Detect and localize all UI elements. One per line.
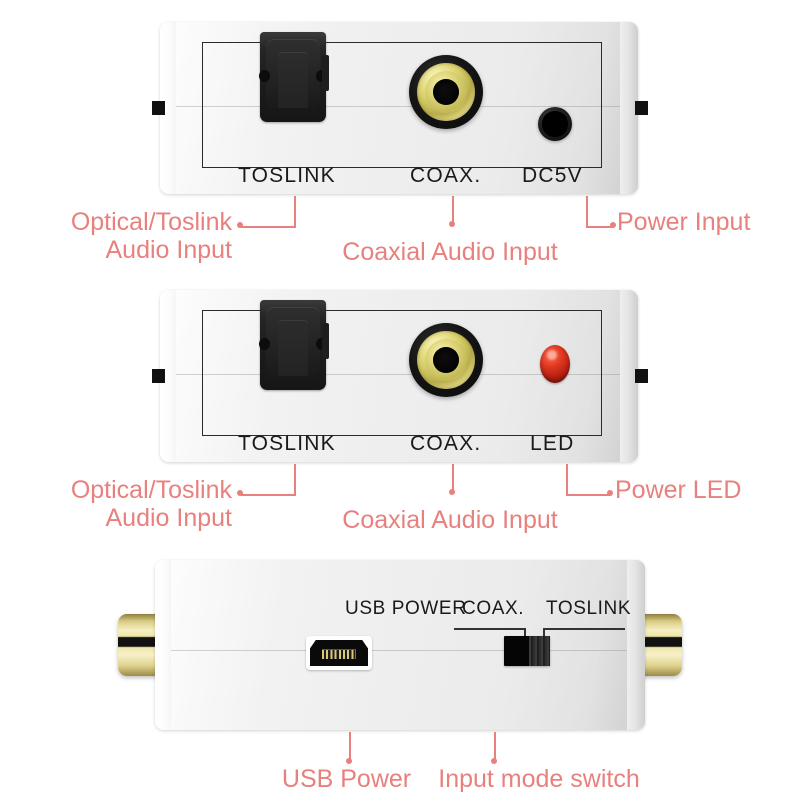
- device-front-panel-led-side: TOSLINK COAX. LED: [152, 290, 648, 462]
- coax-rca-port[interactable]: [409, 55, 483, 129]
- device-shell: [155, 560, 645, 730]
- device-bevel-right: [627, 560, 645, 730]
- coax-rca-port[interactable]: [409, 323, 483, 397]
- dc5v-power-jack[interactable]: [538, 107, 572, 141]
- device-rear-panel-usb-switch: USB POWER COAX. TOSLINK: [155, 560, 645, 730]
- silk-label-toslink: TOSLINK: [238, 432, 336, 455]
- leader-power-dot: [610, 222, 616, 228]
- callout-input-mode-switch: Input mode switch: [438, 765, 640, 793]
- callout-usb-power: USB Power: [281, 765, 412, 793]
- side-tab-right: [635, 101, 648, 115]
- callout-optical-toslink-1: Optical/Toslink Audio Input: [70, 208, 232, 264]
- device-front-panel-input-side: TOSLINK COAX. DC5V: [152, 22, 648, 194]
- toslink-port[interactable]: [259, 32, 329, 122]
- device-bevel-left: [155, 560, 171, 730]
- faceplate-inset: [202, 310, 602, 436]
- leader-power-vertical: [586, 196, 588, 228]
- side-tab-left: [152, 369, 165, 383]
- device-seam-line: [176, 374, 620, 375]
- callout-power-led: Power LED: [615, 476, 742, 504]
- faceplate-inset: [202, 42, 602, 168]
- toslink-notch: [322, 323, 329, 360]
- toslink-ear-left: [259, 69, 270, 82]
- silk-label-dc5v: DC5V: [522, 164, 583, 187]
- device-bevel-right: [620, 22, 638, 194]
- usb-trapezoid-shell: [310, 640, 368, 666]
- side-tab-right: [635, 369, 648, 383]
- leader-power-horizontal: [586, 226, 613, 228]
- leader-switch-dot: [491, 758, 497, 764]
- leader-toslink-horizontal-2: [241, 494, 296, 496]
- usb-pin-contacts: [322, 648, 356, 659]
- rca-gold-ring-inner: [424, 338, 468, 382]
- device-bevel-left: [160, 22, 176, 194]
- leader-led-vertical: [566, 464, 568, 496]
- callout-coaxial-audio-2: Coaxial Audio Input: [342, 506, 558, 534]
- callout-optical-toslink-2: Optical/Toslink Audio Input: [70, 476, 232, 532]
- silk-label-coax: COAX.: [410, 164, 482, 187]
- toslink-shutter: [277, 319, 309, 376]
- device-seam-line: [176, 106, 620, 107]
- leader-toslink-vertical-2: [294, 464, 296, 496]
- side-tab-left: [152, 101, 165, 115]
- toslink-ear-right: [316, 69, 327, 82]
- input-mode-switch[interactable]: [504, 636, 550, 666]
- leader-coax-dot: [449, 221, 455, 227]
- bracket-top-line: [543, 628, 625, 630]
- silk-label-usb-power: USB POWER: [345, 598, 467, 619]
- rca-center-hole: [432, 346, 460, 374]
- leader-coax-dot-2: [449, 489, 455, 495]
- toslink-ear-right: [316, 337, 327, 350]
- toslink-port[interactable]: [259, 300, 329, 390]
- bracket-top-line: [454, 628, 526, 630]
- switch-slider-knob[interactable]: [529, 636, 550, 666]
- silk-label-toslink: TOSLINK: [238, 164, 336, 187]
- power-led-indicator: [540, 345, 570, 383]
- rca-gold-ring-outer: [417, 63, 475, 121]
- switch-bracket-toslink: [543, 628, 625, 646]
- leader-toslink-dot: [237, 222, 243, 228]
- leader-toslink-dot-2: [237, 490, 243, 496]
- toslink-notch: [322, 55, 329, 92]
- leader-switch-vertical: [494, 732, 496, 760]
- silk-label-switch-toslink: TOSLINK: [546, 598, 632, 619]
- rca-center-hole: [432, 78, 460, 106]
- leader-led-horizontal: [566, 494, 610, 496]
- leader-toslink-vertical: [294, 196, 296, 228]
- device-bevel-left: [160, 290, 176, 462]
- leader-coax-vertical-2: [452, 464, 454, 490]
- silk-label-switch-coax: COAX.: [462, 598, 525, 619]
- device-seam-line: [171, 650, 627, 651]
- device-bevel-right: [620, 290, 638, 462]
- rca-gold-ring-outer: [417, 331, 475, 389]
- toslink-shutter: [277, 51, 309, 108]
- leader-toslink-horizontal: [241, 226, 296, 228]
- callout-coaxial-audio-1: Coaxial Audio Input: [342, 238, 558, 266]
- silk-label-coax: COAX.: [410, 432, 482, 455]
- leader-coax-vertical: [452, 196, 454, 222]
- dc-jack-hole: [542, 111, 568, 137]
- leader-led-dot: [607, 490, 613, 496]
- silk-label-led: LED: [530, 432, 575, 455]
- toslink-ear-left: [259, 337, 270, 350]
- leader-usb-dot: [346, 758, 352, 764]
- rca-gold-ring-inner: [424, 70, 468, 114]
- leader-usb-vertical: [349, 732, 351, 760]
- callout-power-input: Power Input: [617, 208, 751, 236]
- usb-power-port[interactable]: [306, 636, 372, 670]
